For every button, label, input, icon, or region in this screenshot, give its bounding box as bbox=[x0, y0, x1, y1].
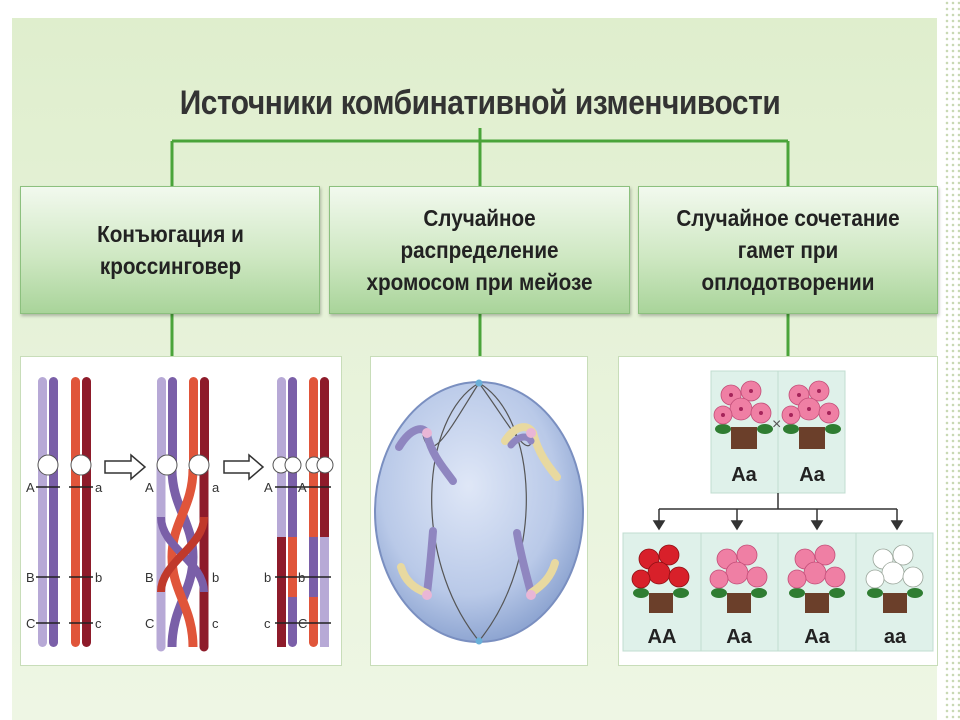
meiosis-illustration bbox=[370, 356, 588, 666]
allele-label: c bbox=[212, 616, 219, 631]
genotype-label: Aa bbox=[726, 626, 752, 648]
flower-offspring-aa bbox=[865, 544, 924, 613]
source-box-fertilization: Случайное сочетание гамет при оплодотвор… bbox=[638, 186, 938, 314]
cross-diagram: × Aa Aa bbox=[622, 370, 934, 652]
allele-label: c bbox=[264, 616, 271, 631]
source-label: Случайное распределение хромосом при мей… bbox=[366, 205, 593, 295]
flower-offspring-AA bbox=[631, 544, 690, 613]
side-pattern bbox=[944, 0, 960, 720]
arrow-icon bbox=[223, 453, 265, 481]
crossing-chromatids bbox=[156, 377, 209, 652]
allele-label: B bbox=[26, 570, 35, 585]
centromere bbox=[37, 454, 59, 476]
chromosome-diagram: A B C a b c A B C a b c bbox=[26, 377, 334, 652]
allele-label: b bbox=[95, 570, 102, 585]
genotype-label: AA bbox=[648, 626, 677, 648]
crossing-over-illustration: A B C a b c A B C a b c bbox=[20, 356, 342, 666]
genotype-label: Aa bbox=[731, 464, 757, 486]
centromere bbox=[188, 454, 210, 476]
centromere bbox=[284, 456, 302, 474]
inheritance-arrows bbox=[652, 493, 904, 531]
allele-label: C bbox=[26, 616, 35, 631]
chromosomes bbox=[395, 423, 561, 600]
allele-label: a bbox=[95, 480, 103, 495]
cell bbox=[374, 381, 584, 643]
allele-label: a bbox=[212, 480, 220, 495]
recombinant-chromatids bbox=[277, 377, 329, 647]
source-box-meiosis: Случайное распределение хромосом при мей… bbox=[329, 186, 630, 314]
fertilization-illustration: × Aa Aa bbox=[618, 356, 938, 666]
flower-parent-2 bbox=[781, 380, 841, 449]
source-label: Конъюгация и кроссинговер bbox=[96, 221, 244, 279]
allele-label: C bbox=[145, 616, 154, 631]
centriole bbox=[475, 379, 483, 387]
source-label: Случайное сочетание гамет при оплодотвор… bbox=[676, 205, 900, 295]
homolog-red bbox=[71, 377, 91, 647]
flower-parent-1 bbox=[713, 380, 773, 449]
cell-diagram bbox=[374, 379, 584, 645]
genotype-label: Aa bbox=[804, 626, 830, 648]
centromere bbox=[156, 454, 178, 476]
allele-label: A bbox=[26, 480, 35, 495]
genotype-label: Aa bbox=[799, 464, 825, 486]
centriole bbox=[475, 637, 483, 645]
allele-label: A bbox=[145, 480, 154, 495]
homolog-purple bbox=[38, 377, 58, 647]
genotype-label: aa bbox=[884, 626, 907, 648]
flower-offspring-Aa bbox=[709, 544, 768, 613]
allele-label: C bbox=[298, 616, 307, 631]
centromere bbox=[70, 454, 92, 476]
allele-label: b bbox=[298, 570, 305, 585]
page-title: Источники комбинативной изменчивости bbox=[179, 84, 781, 122]
arrow-icon bbox=[104, 453, 147, 481]
allele-label: c bbox=[95, 616, 102, 631]
allele-label: b bbox=[212, 570, 219, 585]
centromere bbox=[316, 456, 334, 474]
allele-label: B bbox=[145, 570, 154, 585]
allele-label: A bbox=[264, 480, 273, 495]
allele-label: A bbox=[298, 480, 307, 495]
source-box-conjugation: Конъюгация и кроссинговер bbox=[20, 186, 320, 314]
cross-symbol: × bbox=[772, 416, 781, 433]
allele-label: b bbox=[264, 570, 271, 585]
flower-offspring-Aa bbox=[787, 544, 846, 613]
